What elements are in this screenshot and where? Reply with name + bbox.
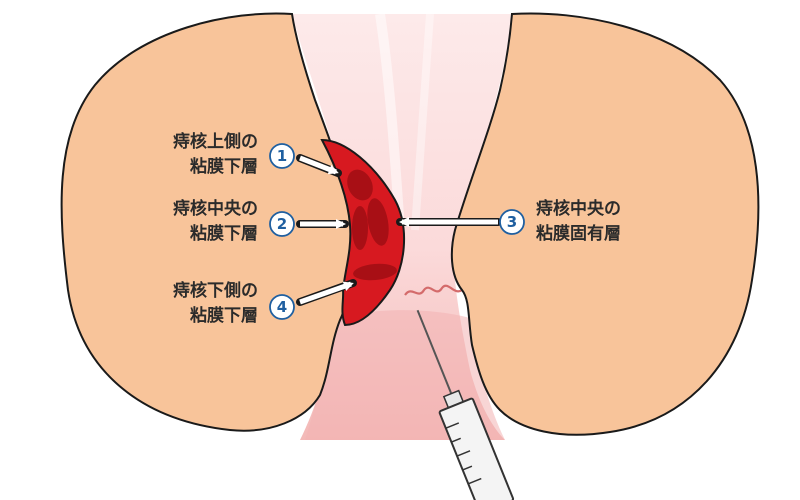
number-ring-2 [269,211,295,237]
label-1: 痔核上側の 粘膜下層 1 [173,131,295,177]
label-3: 3 痔核中央の 粘膜固有層 [499,198,621,244]
arrow-4 [296,279,357,306]
number-ring-4 [269,294,295,320]
label-2-line-2: 粘膜下層 [190,223,258,244]
number-3: 3 [507,213,517,231]
right-buttock [450,12,760,436]
number-4: 4 [277,298,287,316]
number-2: 2 [277,215,287,233]
label-4-line-2: 粘膜下層 [190,305,258,326]
internal-hemorrhoid [320,138,406,327]
label-3-line-1: 痔核中央の [536,198,621,219]
label-2-line-1: 痔核中央の [173,198,258,219]
label-2: 痔核中央の 粘膜下層 2 [173,198,295,244]
label-1-line-2: 粘膜下層 [190,156,258,177]
number-ring-3 [499,209,525,235]
syringe-icon [416,309,515,500]
label-3-line-2: 粘膜固有層 [536,223,621,244]
number-ring-1 [269,143,295,169]
arrow-1 [296,154,342,177]
label-4: 痔核下側の 粘膜下層 4 [173,280,295,326]
label-4-line-1: 痔核下側の [173,280,258,301]
label-1-line-1: 痔核上側の [173,131,258,152]
number-1: 1 [277,147,287,165]
